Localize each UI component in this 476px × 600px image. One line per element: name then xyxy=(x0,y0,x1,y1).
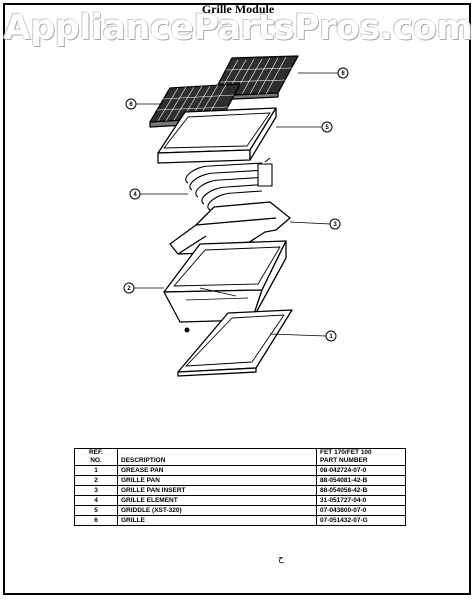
cell-description: GRILLE PAN INSERT xyxy=(117,485,317,496)
cell-description: GRIDDLE (XST-320) xyxy=(117,505,317,516)
svg-text:1: 1 xyxy=(329,334,333,340)
page-border xyxy=(3,3,471,595)
callout-6-left: 6 xyxy=(125,98,137,110)
svg-text:6: 6 xyxy=(129,102,133,108)
table-row: 1 GREASE PAN 08-042724-07-0 xyxy=(74,465,406,476)
svg-text:5: 5 xyxy=(325,125,329,131)
cell-part: 07-051432-07-G xyxy=(316,515,406,526)
table-header-row: REF. NO. DESCRIPTION FET 170/FET 100 PAR… xyxy=(74,448,406,466)
parts-table: REF. NO. DESCRIPTION FET 170/FET 100 PAR… xyxy=(74,448,406,526)
page-title: Grille Module xyxy=(201,2,275,16)
cell-part: 07-043800-07-0 xyxy=(316,505,406,516)
handwritten-mark: ح xyxy=(278,553,284,563)
table-row: 6 GRILLE 07-051432-07-G xyxy=(74,515,406,526)
cell-ref: 6 xyxy=(74,515,118,526)
table-row: 3 GRILLE PAN INSERT 88-054058-42-B xyxy=(74,485,406,496)
cell-part: 88-054081-42-B xyxy=(316,475,406,486)
cell-description: GRILLE PAN xyxy=(117,475,317,486)
cell-part: 31-051727-04-0 xyxy=(316,495,406,506)
header-ref: REF. NO. xyxy=(74,448,118,466)
table-row: 2 GRILLE PAN 88-054081-42-B xyxy=(74,475,406,486)
callout-1: 1 xyxy=(325,330,337,342)
callout-4: 4 xyxy=(129,188,141,200)
cell-ref: 3 xyxy=(74,485,118,496)
header-part-number: PART NUMBER xyxy=(320,457,368,464)
cell-ref: 5 xyxy=(74,505,118,516)
header-model: FET 170/FET 100 xyxy=(320,449,372,456)
callout-6-right: 6 xyxy=(337,67,349,79)
grease-pan xyxy=(177,309,293,377)
callout-2: 2 xyxy=(123,282,135,294)
grille-pan xyxy=(163,240,287,323)
callout-3: 3 xyxy=(329,218,341,230)
svg-text:3: 3 xyxy=(333,222,337,228)
header-ref-line1: REF. xyxy=(88,449,104,456)
watermark: AppliancePartsPros.com xyxy=(3,8,473,48)
header-part: FET 170/FET 100 PART NUMBER xyxy=(316,448,406,466)
griddle xyxy=(157,107,277,164)
table-row: 4 GRILLE ELEMENT 31-051727-04-0 xyxy=(74,495,406,506)
cell-description: GREASE PAN xyxy=(117,465,317,476)
svg-text:6: 6 xyxy=(341,71,345,77)
svg-text:2: 2 xyxy=(127,286,131,292)
header-description: DESCRIPTION xyxy=(117,448,317,466)
leader-lines xyxy=(134,72,338,337)
cell-ref: 1 xyxy=(74,465,118,476)
cell-ref: 2 xyxy=(74,475,118,486)
cell-part: 08-042724-07-0 xyxy=(316,465,406,476)
header-ref-line2: NO. xyxy=(90,457,102,464)
cell-description: GRILLE xyxy=(117,515,317,526)
table-row: 5 GRIDDLE (XST-320) 07-043800-07-0 xyxy=(74,505,406,516)
cell-part: 88-054058-42-B xyxy=(316,485,406,496)
cell-ref: 4 xyxy=(74,495,118,506)
svg-text:4: 4 xyxy=(133,192,137,198)
grille-element xyxy=(185,157,273,211)
cell-description: GRILLE ELEMENT xyxy=(117,495,317,506)
callout-5: 5 xyxy=(321,121,333,133)
